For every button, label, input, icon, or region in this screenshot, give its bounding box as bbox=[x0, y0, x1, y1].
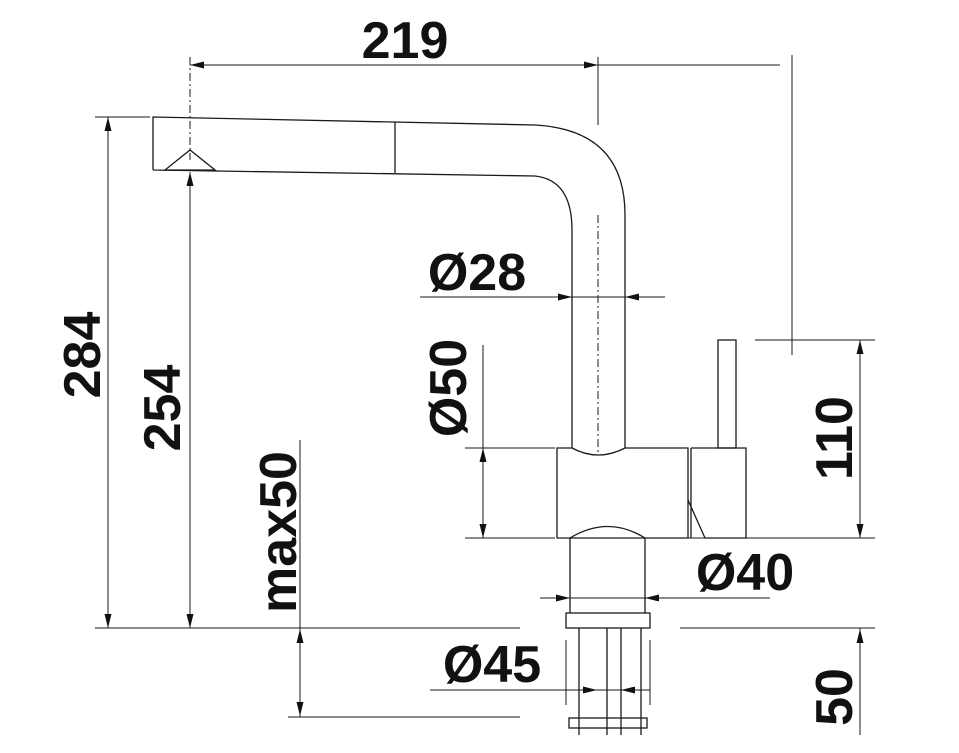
handle-body bbox=[687, 447, 747, 539]
label-284: 284 bbox=[54, 312, 112, 399]
spout bbox=[152, 116, 626, 448]
shank bbox=[569, 525, 646, 613]
lever bbox=[717, 339, 737, 449]
extension-lines bbox=[95, 55, 875, 718]
label-d50: Ø50 bbox=[420, 339, 478, 437]
label-max50: max50 bbox=[250, 451, 308, 613]
faucet-outline bbox=[152, 57, 747, 735]
label-110: 110 bbox=[806, 396, 864, 480]
label-d28: Ø28 bbox=[428, 244, 526, 302]
label-d40: Ø40 bbox=[696, 544, 794, 602]
label-254: 254 bbox=[134, 365, 192, 452]
bottom-plate bbox=[568, 717, 648, 729]
flange bbox=[565, 612, 651, 629]
mounting-studs bbox=[568, 628, 648, 735]
label-219: 219 bbox=[362, 12, 449, 70]
faucet-body bbox=[556, 447, 689, 539]
label-d45: Ø45 bbox=[443, 636, 541, 694]
label-50: 50 bbox=[806, 668, 864, 726]
spray-nozzle bbox=[163, 149, 217, 171]
